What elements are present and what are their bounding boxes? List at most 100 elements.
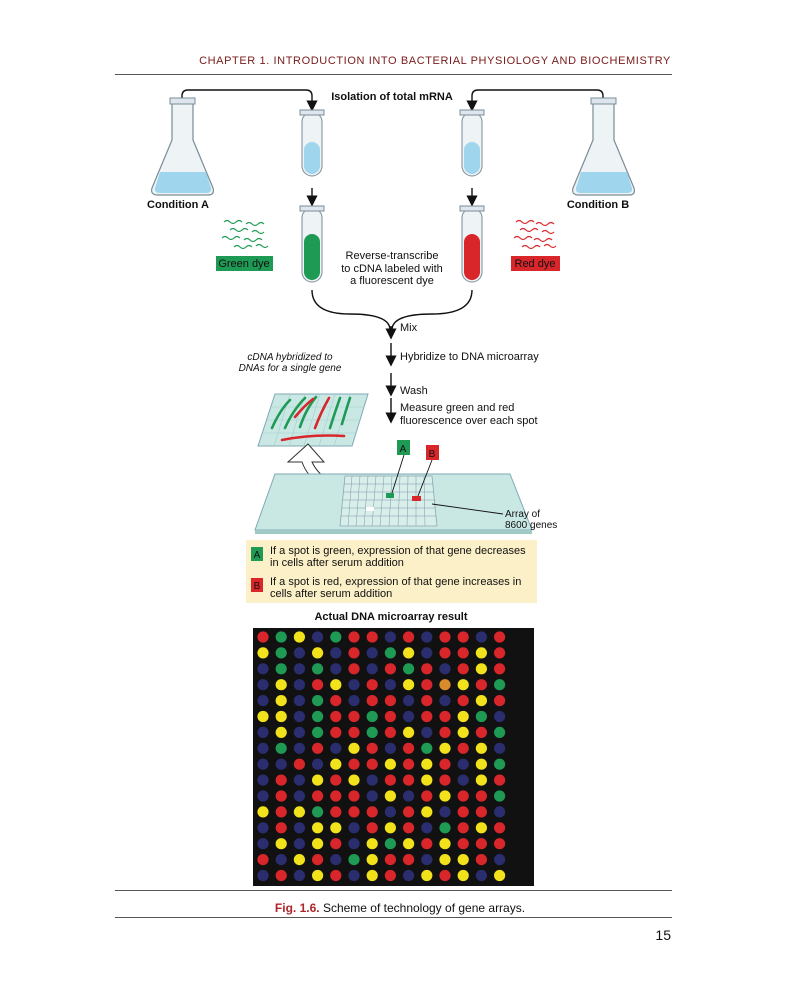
microarray-spot bbox=[384, 774, 396, 786]
tube-b-red bbox=[459, 205, 485, 283]
legend-a-letter: A bbox=[254, 550, 261, 561]
microarray-spot bbox=[330, 806, 342, 818]
chapter-header: CHAPTER 1. INTRODUCTION INTO BACTERIAL P… bbox=[199, 55, 671, 67]
microarray-spot bbox=[275, 774, 287, 786]
microarray-spot bbox=[312, 631, 324, 643]
microarray-spot bbox=[421, 838, 433, 850]
microarray-spot bbox=[384, 710, 396, 723]
green-dye-box bbox=[216, 256, 273, 271]
legend-a-line-1: If a spot is green, expression of that g… bbox=[270, 545, 526, 557]
microarray-spot bbox=[457, 790, 469, 802]
microarray-spot bbox=[275, 631, 287, 643]
microarray-spot bbox=[457, 869, 469, 882]
microarray-spot bbox=[275, 806, 287, 818]
microarray-spot bbox=[457, 631, 469, 643]
microarray-spot bbox=[330, 742, 342, 754]
microarray-spot bbox=[257, 854, 269, 866]
microarray-spot bbox=[366, 869, 378, 882]
microarray-spot bbox=[457, 663, 469, 675]
microarray-spot bbox=[366, 647, 378, 659]
condition-a-label: Condition A bbox=[147, 199, 209, 211]
microarray-spot bbox=[494, 679, 506, 691]
microarray-spot bbox=[293, 695, 305, 707]
microarray-spot bbox=[348, 679, 360, 691]
microarray-spot bbox=[494, 758, 506, 770]
microarray-spot bbox=[403, 854, 415, 866]
microarray-spot bbox=[421, 695, 433, 707]
microarray-spot bbox=[439, 663, 451, 675]
microarray-spot bbox=[366, 663, 378, 675]
label-b-box bbox=[426, 445, 439, 460]
microarray-spot bbox=[439, 854, 451, 866]
microarray-spot bbox=[348, 631, 360, 643]
microarray-spot bbox=[439, 838, 451, 850]
microarray-spot bbox=[439, 774, 451, 786]
microarray-spot bbox=[348, 742, 360, 754]
microarray-spot bbox=[475, 695, 487, 707]
microarray-spot bbox=[384, 631, 396, 643]
microarray-spot bbox=[403, 663, 415, 675]
microarray-spot bbox=[475, 663, 487, 675]
microarray-spot bbox=[348, 758, 360, 770]
microarray-spot bbox=[457, 854, 469, 866]
microarray-spot bbox=[384, 869, 396, 882]
cdna-caption-line-1: cDNA hybridized to bbox=[247, 352, 333, 363]
microarray-spot bbox=[457, 710, 469, 723]
microarray-spot bbox=[439, 710, 451, 723]
reverse-transcribe-line-1: Reverse-transcribe bbox=[346, 250, 439, 262]
microarray-spot bbox=[257, 758, 269, 770]
microarray-spot bbox=[457, 726, 469, 739]
microarray-spot bbox=[275, 647, 287, 659]
hybridized-spot-zoom bbox=[257, 393, 369, 447]
microarray-spot bbox=[348, 695, 360, 707]
microarray-spot bbox=[366, 742, 378, 754]
microarray-spot bbox=[403, 758, 415, 770]
legend-a-swatch bbox=[251, 547, 263, 561]
microarray-spot bbox=[457, 774, 469, 786]
microarray-spot bbox=[421, 647, 433, 659]
microarray-spot bbox=[312, 726, 324, 739]
microarray-spot bbox=[330, 726, 342, 739]
microarray-spot bbox=[348, 726, 360, 739]
microarray-spot bbox=[293, 663, 305, 675]
microarray-spot bbox=[348, 806, 360, 818]
microarray-spot bbox=[384, 726, 396, 739]
microarray-spot bbox=[330, 695, 342, 707]
microarray-spot bbox=[330, 663, 342, 675]
microarray-spot bbox=[275, 710, 287, 723]
microarray-spot bbox=[330, 774, 342, 786]
microarray-spot bbox=[330, 631, 342, 643]
microarray-spot bbox=[439, 726, 451, 739]
microarray-spot bbox=[275, 679, 287, 691]
microarray-spot bbox=[348, 822, 360, 834]
microarray-spot bbox=[330, 679, 342, 691]
microarray-spot bbox=[348, 854, 360, 866]
microarray-spot bbox=[439, 695, 451, 707]
microarray-spot bbox=[312, 838, 324, 850]
label-a-box bbox=[397, 440, 410, 455]
microarray-spot bbox=[475, 710, 487, 723]
microarray-spot bbox=[366, 710, 378, 723]
caption-rule-bottom bbox=[115, 917, 672, 918]
green-dye-squiggles bbox=[221, 219, 269, 250]
cdna-caption-line-2: DNAs for a single gene bbox=[239, 363, 342, 374]
microarray-spot bbox=[348, 663, 360, 675]
microarray-spot bbox=[366, 758, 378, 770]
microarray-spot bbox=[293, 742, 305, 754]
legend-box bbox=[246, 540, 537, 603]
microarray-spot bbox=[494, 710, 506, 723]
condition-b-label: Condition B bbox=[567, 199, 629, 211]
reverse-transcribe-line-2: to cDNA labeled with bbox=[341, 263, 443, 275]
microarray-spot bbox=[257, 631, 269, 643]
microarray-spot bbox=[384, 790, 396, 802]
microarray-spot bbox=[439, 822, 451, 834]
microarray-spot bbox=[439, 647, 451, 659]
microarray-spot bbox=[403, 695, 415, 707]
microarray-spot bbox=[330, 758, 342, 770]
microarray-spot bbox=[293, 869, 305, 882]
microarray-spot bbox=[312, 663, 324, 675]
microarray-spot bbox=[421, 869, 433, 882]
microarray-spot bbox=[421, 742, 433, 754]
microarray-spot bbox=[312, 774, 324, 786]
